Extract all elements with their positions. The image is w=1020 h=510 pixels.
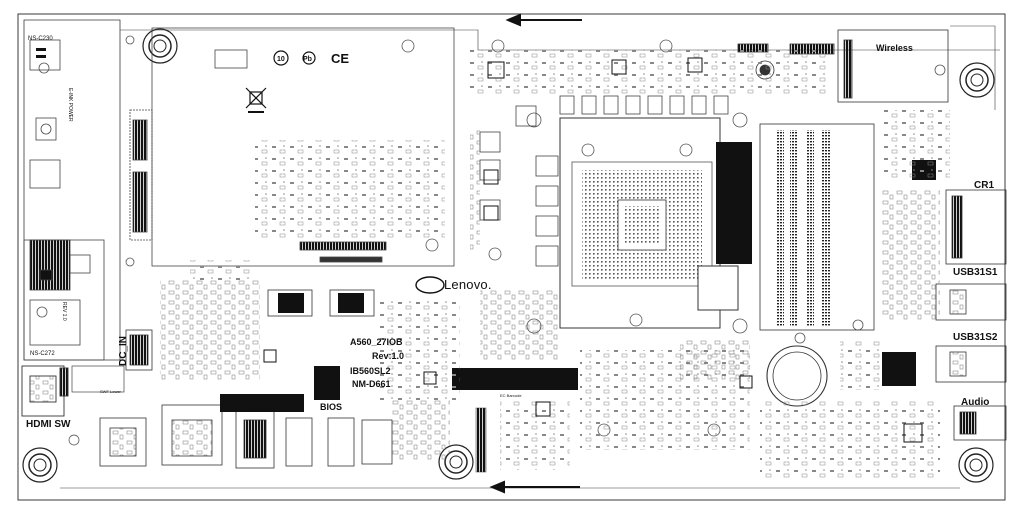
ns-c272-label: NS-C272: [30, 351, 55, 357]
usb-port-1: [99, 417, 147, 467]
hdmi-connector: [21, 365, 69, 417]
weee-bin-icon: [245, 87, 267, 113]
mount-hole-bottom-right: [958, 447, 994, 483]
airflow-arrow-top: [505, 13, 582, 27]
mac-address-strip: [220, 394, 304, 412]
bios-chip-area: [267, 289, 375, 400]
usb31s2-label: USB31S2: [953, 332, 998, 343]
panel-rev-label: REV 1.0: [61, 302, 67, 321]
mount-hole-top-right: [959, 62, 995, 98]
mac-address-label: MAC Address: [250, 408, 275, 413]
dimm-slots: [759, 123, 875, 331]
pb-free-mark: [302, 51, 316, 65]
ce-mark-text: CE: [331, 51, 349, 66]
dc-in-connector: [125, 329, 153, 371]
wireless-label: Wireless: [876, 43, 913, 53]
ns-c230-connector: [36, 48, 46, 58]
ten-mark-text: 10: [277, 56, 285, 63]
cr1-label: CR1: [974, 180, 995, 191]
dc-in-label: DC_IN: [118, 335, 129, 366]
audio-label: Audio: [961, 397, 990, 408]
usb31s1-label: USB31S1: [953, 267, 998, 278]
coin-cell-battery: [766, 345, 828, 407]
airflow-arrow-bottom: [489, 480, 580, 494]
audio-jack: [953, 405, 1007, 441]
usb31s2-port: [935, 345, 1007, 383]
mount-hole-top-left: [142, 28, 178, 64]
model-label: A560_27IOB: [350, 337, 403, 347]
cr1-card-reader: [945, 189, 1007, 265]
hdmi-sw-label: HDMI SW: [26, 419, 71, 430]
usb31s1-port: [935, 283, 1007, 321]
board-code-label: NM-D661: [352, 379, 391, 389]
swf-lower-label: SWF Lower: [100, 389, 121, 394]
eink-power-label: E-INK POWER: [67, 88, 73, 122]
pcie-slot: [475, 407, 487, 473]
vrm-inductors: [479, 95, 729, 267]
lenovo-logo-oval: [415, 276, 445, 294]
mount-hole-bottom-mid: [438, 444, 474, 480]
ec-barcode-label: EC Barcode: [500, 393, 522, 398]
hdmi-sw-area: [68, 365, 125, 446]
cpu-socket: [559, 117, 739, 329]
rear-io-connectors: [99, 404, 393, 469]
lan-port: [161, 404, 223, 466]
ten-year-mark: [273, 50, 289, 66]
board-outline: [17, 13, 1006, 501]
mounting-holes: [22, 28, 995, 483]
certification-marks: [245, 50, 316, 113]
component-fields: [160, 50, 950, 480]
bios-label: BIOS: [320, 402, 343, 412]
heatsink-strip: [716, 142, 752, 264]
mount-hole-bottom-left: [22, 447, 58, 483]
ec-barcode-strip: [452, 368, 578, 390]
left-edge-components: [23, 39, 105, 361]
lenovo-logo-text: Lenovo.: [444, 277, 492, 292]
chipset-code-label: IB560SL2: [350, 366, 391, 376]
ic-chips: [263, 57, 923, 443]
ns-c230-label: NS-C230: [28, 36, 53, 42]
m2-ssd-area: [129, 27, 455, 267]
usb-port-3: [285, 417, 313, 467]
pb-mark-text: Pb: [303, 56, 312, 63]
revision-label: Rev:1.0: [372, 351, 405, 361]
ssd-area-components: [255, 140, 445, 240]
